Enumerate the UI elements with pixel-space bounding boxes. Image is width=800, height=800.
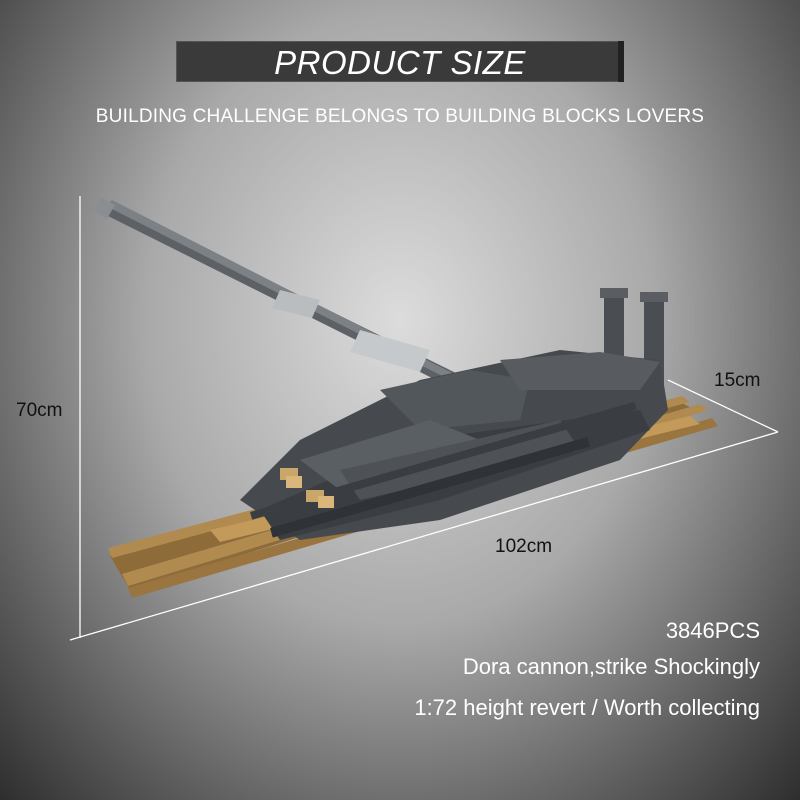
length-line xyxy=(69,431,779,641)
title-bar: PRODUCT SIZE xyxy=(176,41,624,82)
page-subtitle: BUILDING CHALLENGE BELONGS TO BUILDING B… xyxy=(95,106,705,127)
page-title: PRODUCT SIZE xyxy=(274,44,526,81)
height-label: 70cm xyxy=(16,400,63,421)
width-label: 15cm xyxy=(714,370,761,391)
tagline: Dora cannon,strike Shockingly xyxy=(462,654,760,679)
cannon-body xyxy=(240,350,668,540)
scale-note: 1:72 height revert / Worth collecting xyxy=(414,695,760,720)
cannon-barrel xyxy=(93,197,470,392)
pieces-count: 3846PCS xyxy=(665,618,760,643)
width-line xyxy=(667,379,779,433)
bogie-wheels xyxy=(250,401,637,538)
crate-accents xyxy=(280,468,334,508)
length-label: 102cm xyxy=(495,536,553,557)
dimension-lines xyxy=(69,196,779,641)
